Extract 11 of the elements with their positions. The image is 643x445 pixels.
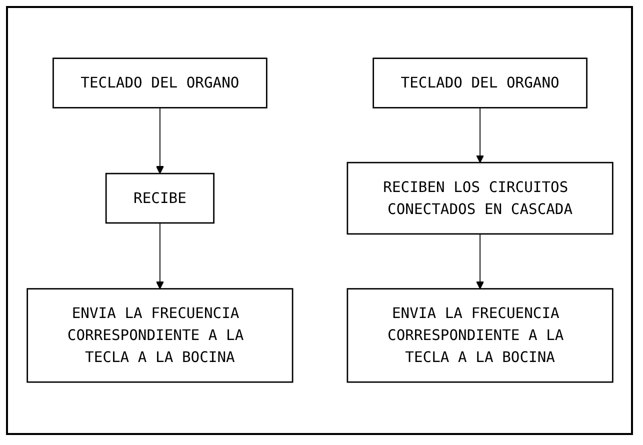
diagram-frame: TECLADO DEL ORGANO TECLADO DEL ORGANO RECIBE RECIBEN LOS CIRCUITOS CONECTADOS EN CASCADA ENVIA LA FRECUENCIA CORRESPONDIENTE A LA TECLA A LA BOCINA ENVIA LA FRECUENCIA CORRESPONDIENTE A LA TECLA A LA BOCINA [6, 6, 633, 435]
node-box [26, 288, 293, 384]
node-box [104, 173, 214, 224]
arrow [476, 108, 484, 164]
arrow [155, 222, 164, 290]
node-box [346, 288, 613, 384]
arrow [155, 108, 164, 174]
arrow [476, 234, 484, 290]
node-box [346, 162, 613, 235]
node-box [372, 58, 587, 109]
node-box [52, 58, 267, 109]
